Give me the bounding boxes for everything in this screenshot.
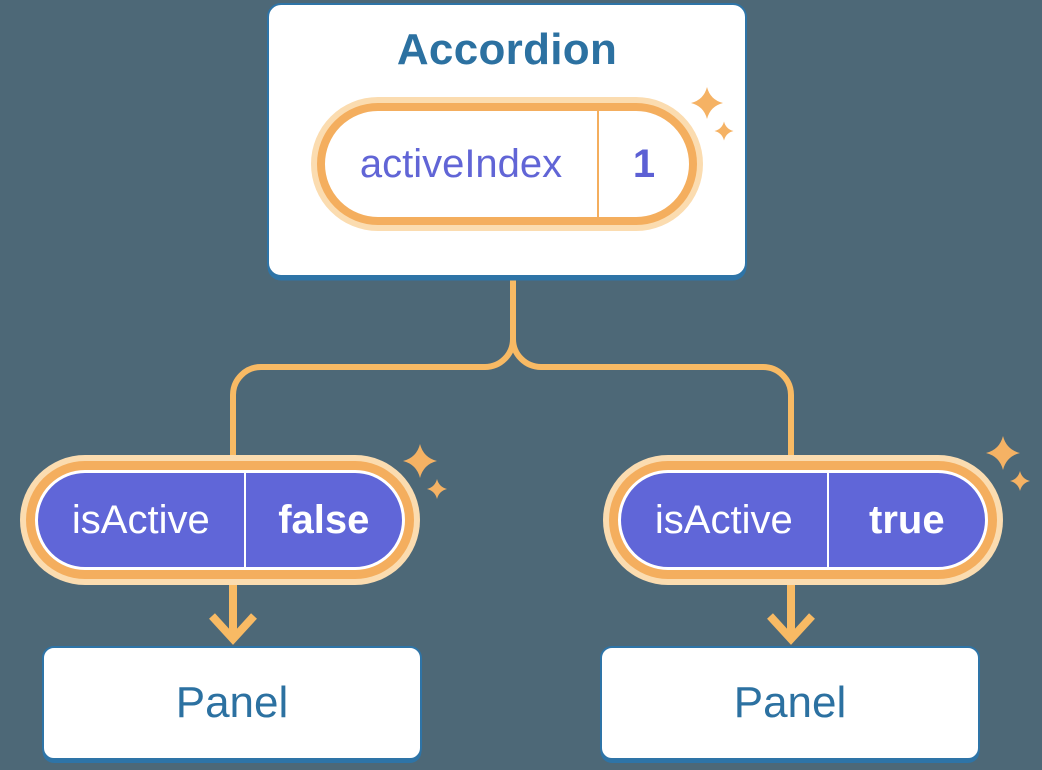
prop-pill-left: isActive false [35, 470, 405, 570]
panel-card-left: Panel [42, 646, 422, 760]
arrow-right-head-icon [767, 613, 815, 645]
prop-name-label: isActive [621, 473, 829, 567]
accordion-title: Accordion [396, 25, 618, 74]
prop-pill-right: isActive true [618, 470, 988, 570]
prop-name-label: isActive [38, 473, 246, 567]
state-pill-divider [597, 111, 599, 217]
state-value-label: 1 [632, 141, 656, 186]
sparkle-icon [403, 444, 437, 478]
sparkle-icon [427, 479, 447, 499]
prop-value-label: true [869, 497, 945, 542]
arrow-left-head-icon [209, 613, 257, 645]
panel-card-right: Panel [600, 646, 980, 760]
sparkle-icon [986, 436, 1020, 470]
state-name-label: activeIndex [359, 141, 563, 186]
panel-title: Panel [175, 678, 289, 727]
panel-title: Panel [733, 678, 847, 727]
prop-value-label: false [278, 497, 370, 542]
sparkle-icon [1010, 471, 1030, 491]
fork-connector-line [230, 277, 794, 458]
state-pill: activeIndex 1 [317, 103, 697, 225]
accordion-card: Accordion activeIndex 1 [267, 3, 747, 277]
